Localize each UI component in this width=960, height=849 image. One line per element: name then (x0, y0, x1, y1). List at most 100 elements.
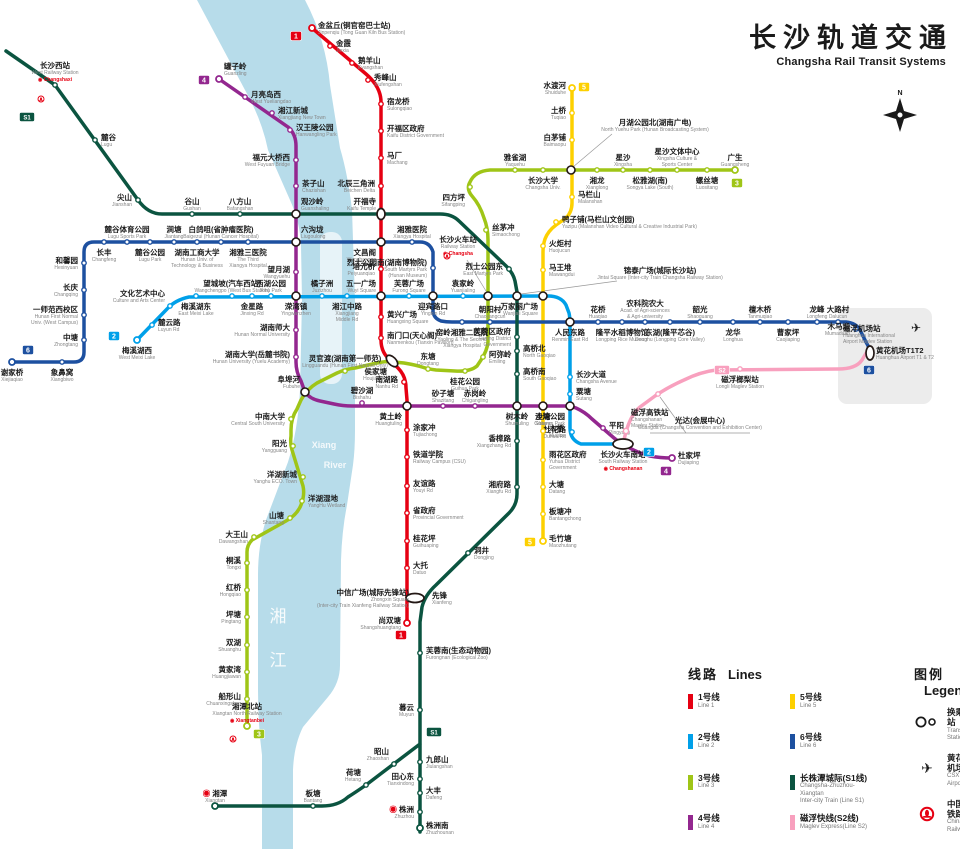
station-nanmenkou-tianxin-pavilion[interactable] (378, 335, 384, 341)
station-chuanxingshan[interactable] (244, 696, 250, 702)
station-xingsha[interactable] (620, 167, 626, 173)
station-jintai-square-inter-city-train-changsha-railway-station[interactable] (512, 291, 522, 301)
station-shumuling[interactable] (512, 401, 522, 411)
station-youyi-rd[interactable] (404, 483, 410, 489)
station-lingguandu-hunan-first-normal-univ[interactable] (342, 368, 348, 374)
station-furong-district[interactable] (514, 334, 520, 340)
station-yaoling-the-second[interactable] (459, 319, 465, 325)
station-north-yuehu-park-hunan-broadcasting-system[interactable] (566, 165, 576, 175)
station-zhongtang[interactable] (81, 337, 87, 343)
station-jinxia[interactable] (327, 43, 333, 49)
station-shazitang[interactable] (440, 403, 446, 409)
station-shuanghu[interactable] (244, 642, 250, 648)
station-juzizhou[interactable] (319, 293, 325, 299)
station-lugu-park[interactable] (147, 239, 153, 245)
station-hanwangling-park[interactable] (287, 127, 293, 133)
station-sutang[interactable] (567, 391, 573, 397)
station-hunan-first-normal[interactable] (81, 312, 87, 318)
station-yingbin-rd[interactable] (428, 291, 438, 301)
station-jinpenqiu-tong-guan-kiln-bus-station[interactable] (308, 24, 316, 32)
station-south-railway-station[interactable] (612, 438, 634, 450)
station-dongjing[interactable] (465, 550, 471, 556)
station-xiangzhang-rd[interactable] (514, 438, 520, 444)
station-east-martyrs-park[interactable] (506, 266, 512, 272)
station-hunan-normal-university[interactable] (293, 327, 299, 333)
station-dafeng[interactable] (417, 790, 423, 796)
station-xiangfu-rd[interactable] (514, 484, 520, 490)
station-the-third[interactable] (245, 239, 251, 245)
station-hetang[interactable] (363, 782, 369, 788)
station-furongnan-ecological-zoo[interactable] (417, 650, 423, 656)
station-guanshaling[interactable] (291, 209, 301, 219)
station-sulongqiao[interactable] (378, 101, 384, 107)
station-chaoyangcun[interactable] (487, 319, 493, 325)
station-guihua-park[interactable] (462, 368, 468, 374)
station-dalucun[interactable] (835, 319, 841, 325)
station-xihu-park[interactable] (268, 293, 274, 299)
station-jinxing-rd[interactable] (249, 293, 255, 299)
station-tujiachong[interactable] (404, 427, 410, 433)
station-eyangshan[interactable] (349, 60, 355, 66)
station-changshanan[interactable] (622, 427, 630, 435)
station-shuiduhe[interactable] (568, 84, 576, 92)
station-mumaduan[interactable] (853, 326, 859, 332)
station-zhuzhounan[interactable] (416, 824, 424, 832)
station-central-south-university[interactable] (288, 416, 294, 422)
station-maozhutang[interactable] (539, 537, 547, 545)
station-emiling[interactable] (480, 354, 486, 360)
station-wangyuehu[interactable] (293, 269, 299, 275)
station-furong-square[interactable] (406, 293, 412, 299)
station-xiangya-hospital[interactable] (409, 239, 415, 245)
station-jiulangshan[interactable] (417, 759, 423, 765)
station-north-gaoqiao[interactable] (514, 348, 520, 354)
station-pingyang[interactable] (600, 425, 606, 431)
station-peiyuanqiao[interactable] (378, 266, 384, 272)
station-dawangshan[interactable] (251, 534, 257, 540)
station-mawangdui[interactable] (540, 267, 546, 273)
station-wenchangge[interactable] (376, 237, 386, 247)
station-tongxi[interactable] (244, 560, 250, 566)
station-xiangtan-north-railway-station[interactable] (243, 722, 251, 730)
station-simaochong[interactable] (483, 227, 489, 233)
station-xiangbiwo[interactable] (59, 359, 65, 365)
station-longping-rice-museum[interactable] (619, 319, 625, 325)
station-donghu-longping-core-valley[interactable] (667, 319, 673, 325)
station-longfeng[interactable] (814, 319, 820, 325)
station-xiangjiang-new-town[interactable] (269, 110, 275, 116)
station-hunan-university-yuelu-academy[interactable] (293, 354, 299, 360)
station-huanghua-airport-t1-t2[interactable] (865, 345, 875, 361)
station-dujiaping[interactable] (668, 454, 676, 462)
station-sifangping[interactable] (467, 184, 473, 190)
station-nanhu-rd[interactable] (401, 379, 407, 385)
station-guihuaping[interactable] (404, 538, 410, 544)
station-beichen-delta[interactable] (378, 183, 384, 189)
station-kaifu-district-government[interactable] (378, 128, 384, 134)
station-guitang[interactable] (538, 401, 548, 411)
station-longhua[interactable] (730, 319, 736, 325)
station-hunan-univ-of[interactable] (194, 239, 200, 245)
station-huojucun[interactable] (540, 243, 546, 249)
station-guangsheng[interactable] (731, 166, 739, 174)
station-songya-lake-south[interactable] (647, 167, 653, 173)
station-yanghu-wetland[interactable] (299, 498, 305, 504)
station-xiejiaqiao[interactable] (8, 358, 16, 366)
station-caojiaping[interactable] (785, 319, 791, 325)
station-gushan[interactable] (189, 211, 195, 217)
station-changfeng[interactable] (101, 239, 107, 245)
station-shantang[interactable] (287, 515, 293, 521)
station-chazishan[interactable] (293, 183, 299, 189)
station-datuo[interactable] (404, 565, 410, 571)
station-huaqiao[interactable] (595, 319, 601, 325)
station-zhuzhou[interactable] (417, 809, 423, 815)
station-datang[interactable] (540, 484, 546, 490)
station-provincial-government[interactable] (404, 510, 410, 516)
station-xingsha-culture[interactable] (674, 167, 680, 173)
station-muyun[interactable] (417, 707, 423, 713)
station-jianshan[interactable] (135, 197, 141, 203)
station-pingtang[interactable] (244, 614, 250, 620)
station-wuyi-square[interactable] (376, 291, 386, 301)
station-bafangshan[interactable] (237, 211, 243, 217)
station-xianglong[interactable] (594, 167, 600, 173)
station-yanghu-eco-town[interactable] (300, 474, 306, 480)
station-shaoguang[interactable] (697, 319, 703, 325)
